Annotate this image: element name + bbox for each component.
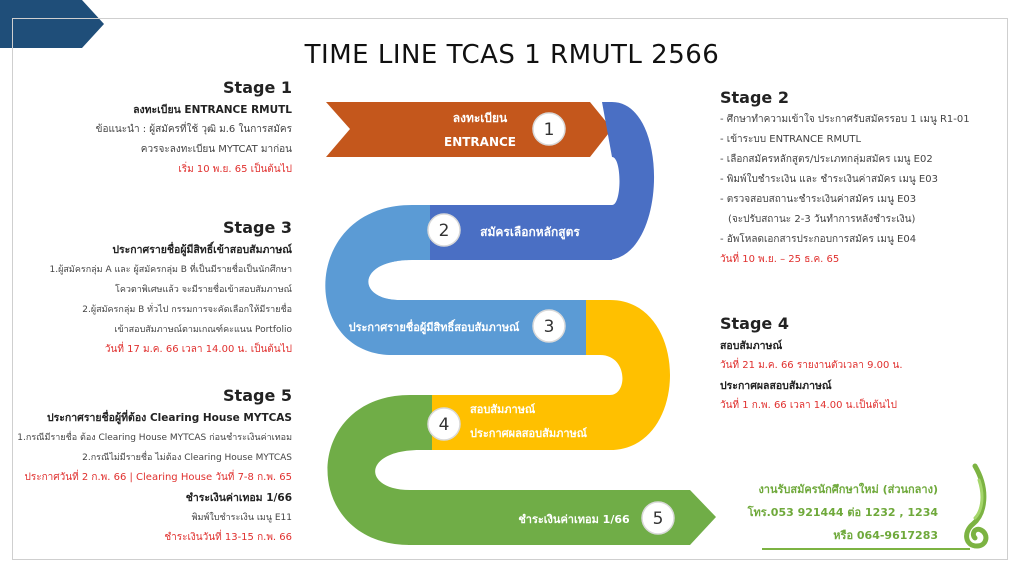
contact-underline xyxy=(762,548,970,550)
step5-banner xyxy=(408,490,716,545)
stage5-line: ชำระเงินวันที่ 13-15 ก.พ. 66 xyxy=(164,532,292,543)
stage1-line: เริ่ม 10 พ.ย. 65 เป็นต้นไป xyxy=(178,164,292,175)
green-swirl-logo-icon xyxy=(964,463,989,549)
page-title: TIME LINE TCAS 1 RMUTL 2566 xyxy=(304,40,720,70)
curve-4-5 xyxy=(327,395,432,545)
stage4-line: วันที่ 1 ก.พ. 66 เวลา 14.00 น.เป็นต้นไป xyxy=(720,400,897,411)
svg-text:4: 4 xyxy=(439,415,450,435)
stage5-line: 1.กรณีมีรายชื่อ ต้อง Clearing House MYTC… xyxy=(17,433,292,443)
stage3-title: Stage 3 xyxy=(223,218,292,237)
step1-number: 1 xyxy=(532,112,566,146)
stage4-block: Stage 4 สอบสัมภาษณ์ วันที่ 21 ม.ค. 66 รา… xyxy=(720,314,903,416)
step5-label: ชำระเงินค่าเทอม 1/66 xyxy=(518,513,630,526)
content-frame xyxy=(12,18,1008,560)
stage1-block: Stage 1 ลงทะเบียน ENTRANCE RMUTL ข้อแนะน… xyxy=(96,78,292,180)
stage3-block: Stage 3 ประกาศรายชื่อผู้มีสิทธิ์เข้าสอบส… xyxy=(50,218,292,360)
svg-text:1: 1 xyxy=(544,120,555,140)
step4-number: 4 xyxy=(427,407,461,441)
stage5-line: ชำระเงินค่าเทอม 1/66 xyxy=(185,492,292,504)
step2-number: 2 xyxy=(427,213,461,247)
stage5-line: ประกาศวันที่ 2 ก.พ. 66 | Clearing House … xyxy=(24,472,292,483)
stage2-line: - ตรวจสอบสถานะชำระเงินค่าสมัคร เมนู E03 xyxy=(720,194,917,205)
stage3-line: 2.ผู้สมัครกลุ่ม B ทั่วไป กรรมการจะคัดเลื… xyxy=(82,305,292,315)
step2-label: สมัครเลือกหลักสูตร xyxy=(480,225,580,240)
stage3-line: เข้าสอบสัมภาษณ์ตามเกณฑ์คะแนน Portfolio xyxy=(114,325,292,335)
svg-text:2: 2 xyxy=(439,221,450,241)
stage2-line: - เข้าระบบ ENTRANCE RMUTL xyxy=(720,134,862,145)
contact-block: งานรับสมัครนักศึกษาใหม่ (ส่วนกลาง) โทร.0… xyxy=(748,478,938,547)
step1-label-line1: ลงทะเบียน xyxy=(453,111,508,125)
step4-label-line1: สอบสัมภาษณ์ xyxy=(470,403,536,416)
stage3-line: ประกาศรายชื่อผู้มีสิทธิ์เข้าสอบสัมภาษณ์ xyxy=(112,244,292,256)
stage2-line: วันที่ 10 พ.ย. – 25 ธ.ค. 65 xyxy=(720,254,840,265)
step4-label-line2: ประกาศผลสอบสัมภาษณ์ xyxy=(470,427,588,440)
stage5-title: Stage 5 xyxy=(223,386,292,405)
curve-2-3-fill xyxy=(325,205,430,355)
step5-number: 5 xyxy=(641,501,675,535)
step3-label: ประกาศรายชื่อผู้มีสิทธิ์สอบสัมภาษณ์ xyxy=(349,319,521,335)
stage2-line: - พิมพ์ใบชำระเงิน และ ชำระเงินค่าสมัคร เ… xyxy=(720,174,938,185)
stage3-line: 1.ผู้สมัครกลุ่ม A และ ผู้สมัครกลุ่ม B ที… xyxy=(49,265,292,275)
step4-banner xyxy=(408,395,612,450)
step3-number: 3 xyxy=(532,309,566,343)
svg-text:5: 5 xyxy=(653,509,664,529)
stage3-line: วันที่ 17 ม.ค. 66 เวลา 14.00 น. เป็นต้นไ… xyxy=(104,344,292,355)
stage4-title: Stage 4 xyxy=(720,314,789,333)
stage5-line: ประกาศรายชื่อผู้ที่ต้อง Clearing House M… xyxy=(46,412,292,424)
stage1-line: ควรจะลงทะเบียน MYTCAT มาก่อน xyxy=(140,144,292,155)
stage1-line: ข้อแนะนำ : ผู้สมัครที่ใช้ วุฒิ ม.6 ในการ… xyxy=(95,124,292,135)
stage2-line: (จะปรับสถานะ 2-3 วันทำการหลังชำระเงิน) xyxy=(728,214,916,225)
corner-tab-decoration xyxy=(0,0,104,48)
stage4-line: สอบสัมภาษณ์ xyxy=(720,340,783,352)
svg-text:3: 3 xyxy=(544,317,555,337)
stage4-line: ประกาศผลสอบสัมภาษณ์ xyxy=(720,380,832,392)
stage5-block: Stage 5 ประกาศรายชื่อผู้ที่ต้อง Clearing… xyxy=(17,386,292,548)
stage5-line: 2.กรณีไม่มีรายชื่อ ไม่ต้อง Clearing Hous… xyxy=(82,453,292,463)
stage2-title: Stage 2 xyxy=(720,88,789,107)
stage1-title: Stage 1 xyxy=(223,78,292,97)
stage2-line: - เลือกสมัครหลักสูตร/ประเภทกลุ่มสมัคร เม… xyxy=(720,154,933,165)
contact-phone: โทร.053 921444 ต่อ 1232 , 1234 xyxy=(747,506,938,519)
stage1-line: ลงทะเบียน ENTRANCE RMUTL xyxy=(133,104,292,116)
stage2-block: Stage 2 - ศึกษาทำความเข้าใจ ประกาศรับสมั… xyxy=(720,88,970,270)
contact-mobile: หรือ 064-9617283 xyxy=(833,529,938,542)
contact-office: งานรับสมัครนักศึกษาใหม่ (ส่วนกลาง) xyxy=(758,483,938,496)
stage5-line: พิมพ์ใบชำระเงิน เมนู E11 xyxy=(191,513,292,523)
stage3-line: โควตาพิเศษแล้ว จะมีรายชื่อเข้าสอบสัมภาษณ… xyxy=(115,285,292,295)
stage2-line: - อัพโหลดเอกสารประกอบการสมัคร เมนู E04 xyxy=(720,234,917,245)
stage4-line: วันที่ 21 ม.ค. 66 รายงานตัวเวลา 9.00 น. xyxy=(720,360,903,371)
stage2-line: - ศึกษาทำความเข้าใจ ประกาศรับสมัครรอบ 1 … xyxy=(720,114,970,125)
step1-label-line2: ENTRANCE xyxy=(444,135,516,149)
